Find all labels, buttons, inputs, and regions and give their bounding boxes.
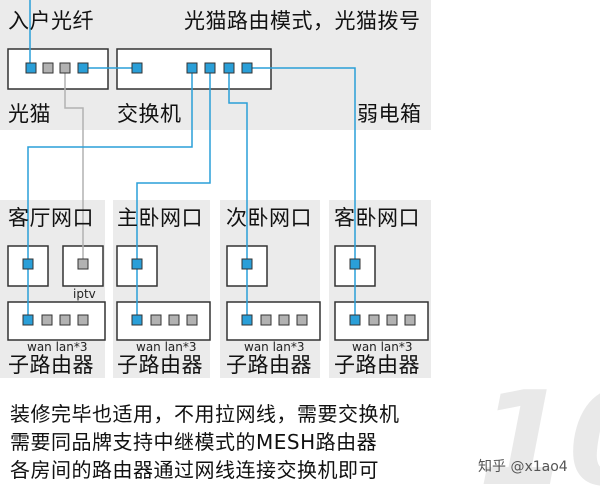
wall-port-master-jack bbox=[131, 258, 143, 270]
router-label-second: 子路由器 bbox=[226, 353, 312, 377]
router-living bbox=[7, 301, 106, 341]
wall-port-second-jack bbox=[241, 258, 253, 270]
switch-port bbox=[204, 62, 216, 74]
router-ports-label: wan lan*3 bbox=[352, 340, 413, 354]
note-line-1: 装修完毕也适用，不用拉网线，需要交换机 bbox=[10, 402, 400, 426]
router-living-lan bbox=[59, 314, 71, 326]
room-name-second: 次卧网口 bbox=[226, 206, 312, 230]
switch-port bbox=[186, 62, 198, 74]
router-master-lan bbox=[186, 314, 198, 326]
cable-iptv bbox=[64, 68, 84, 264]
switch-port bbox=[241, 62, 253, 74]
ont-device bbox=[7, 48, 109, 90]
room-panel-second bbox=[220, 200, 320, 378]
ont-port bbox=[42, 62, 54, 74]
router-guest-lan bbox=[404, 314, 416, 326]
router-ports-label: wan lan*3 bbox=[27, 340, 88, 354]
iptv-label: iptv bbox=[73, 287, 96, 301]
wall-port-guest-jack bbox=[349, 258, 361, 270]
router-ports-label: wan lan*3 bbox=[244, 340, 305, 354]
router-label-master: 子路由器 bbox=[117, 353, 203, 377]
router-living-lan bbox=[77, 314, 89, 326]
ont-port-fiber bbox=[25, 62, 37, 74]
router-ports-label: wan lan*3 bbox=[136, 340, 197, 354]
note-line-2: 需要同品牌支持中继模式的MESH路由器 bbox=[10, 430, 378, 454]
wall-port-living-jack bbox=[22, 258, 34, 270]
router-guest-lan bbox=[368, 314, 380, 326]
room-name-master: 主卧网口 bbox=[117, 206, 203, 230]
router-master-lan bbox=[150, 314, 162, 326]
ont-port-lan bbox=[77, 62, 89, 74]
cable-living bbox=[27, 68, 193, 320]
router-second-lan bbox=[260, 314, 272, 326]
router-label-living: 子路由器 bbox=[8, 353, 94, 377]
router-second-wan bbox=[241, 314, 253, 326]
watermark-credit: 知乎 @x1ao4 bbox=[478, 459, 568, 475]
room-panel-guest bbox=[329, 200, 431, 378]
router-master-wan bbox=[131, 314, 143, 326]
switch-port bbox=[223, 62, 235, 74]
cable-guest bbox=[247, 67, 356, 320]
router-label-guest: 子路由器 bbox=[334, 353, 420, 377]
ont-port-iptv bbox=[59, 62, 71, 74]
room-name-living: 客厅网口 bbox=[8, 206, 94, 230]
fiber-in-label: 入户光纤 bbox=[8, 9, 94, 33]
router-second-lan bbox=[296, 314, 308, 326]
cable-second bbox=[228, 68, 248, 320]
router-master-lan bbox=[168, 314, 180, 326]
watermark-number: 10 bbox=[478, 363, 600, 492]
cabinet-label: 弱电箱 bbox=[357, 102, 422, 126]
room-name-guest: 客卧网口 bbox=[334, 206, 420, 230]
switch-label: 交换机 bbox=[117, 102, 182, 126]
switch-port-uplink bbox=[131, 62, 143, 74]
router-guest-lan bbox=[386, 314, 398, 326]
note-line-3: 各房间的路由器通过网线连接交换机即可 bbox=[10, 458, 379, 482]
ont-label: 光猫 bbox=[8, 102, 51, 126]
room-panel-living bbox=[0, 200, 105, 378]
cable-master bbox=[136, 68, 211, 320]
mode-label: 光猫路由模式，光猫拨号 bbox=[184, 9, 421, 33]
router-living-lan bbox=[41, 314, 53, 326]
router-living-wan bbox=[22, 314, 34, 326]
router-second-lan bbox=[278, 314, 290, 326]
router-guest-wan bbox=[349, 314, 361, 326]
iptv-port-jack bbox=[77, 258, 89, 270]
room-panel-master bbox=[113, 200, 210, 378]
